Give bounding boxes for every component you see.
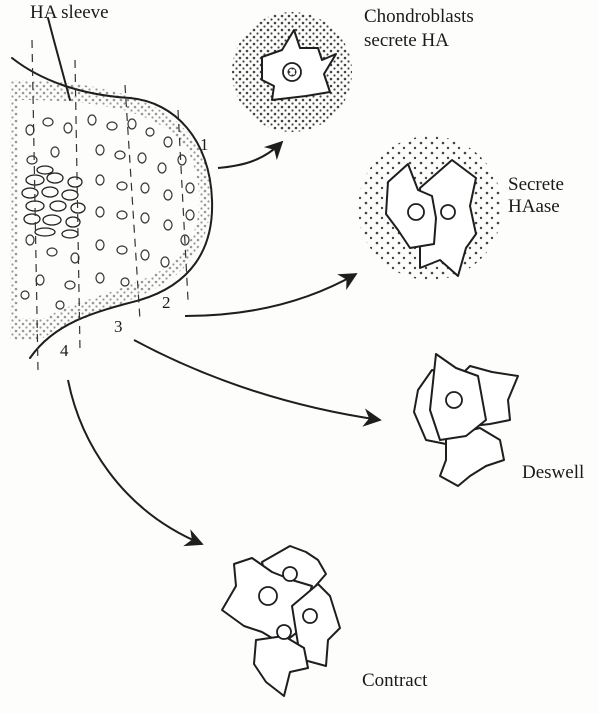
secrete-label-line2: HAase [508, 196, 560, 218]
haase-secreting-cells [358, 136, 502, 280]
contract-cell-nucleus-3 [303, 609, 317, 623]
deswell-cells [414, 354, 518, 486]
chondroblast-cell [232, 12, 352, 132]
zone-number-1: 1 [200, 134, 209, 156]
haase-cell-nucleus-2 [441, 205, 455, 219]
contract-cell-nucleus-1 [259, 587, 277, 605]
zone-number-2: 2 [162, 292, 171, 314]
chondroblasts-label-line1: Chondroblasts [364, 6, 474, 28]
arrow-zone3-to-deswell [134, 340, 380, 420]
contract-cell-nucleus-4 [277, 625, 291, 639]
arrow-zone4-to-contract [68, 380, 202, 544]
chondroblasts-label-line2: secrete HA [364, 30, 449, 52]
zone-number-3: 3 [114, 316, 123, 338]
arrow-zone1-to-chondroblasts [218, 142, 282, 168]
secrete-label-line1: Secrete [508, 174, 564, 196]
ha-sleeve-label: HA sleeve [30, 2, 109, 24]
chondroblast-nucleolus [288, 68, 296, 76]
contract-cells [222, 546, 340, 696]
mesenchymal-condensation [10, 18, 212, 370]
deswell-cell-nucleus [446, 392, 462, 408]
haase-cell-nucleus-1 [408, 204, 424, 220]
arrow-zone2-to-haase [185, 274, 356, 316]
contract-cell-4 [254, 636, 308, 696]
contract-label: Contract [362, 670, 427, 692]
contract-cell-nucleus-2 [283, 567, 297, 581]
deswell-label: Deswell [522, 462, 584, 484]
zone-number-4: 4 [60, 340, 69, 362]
